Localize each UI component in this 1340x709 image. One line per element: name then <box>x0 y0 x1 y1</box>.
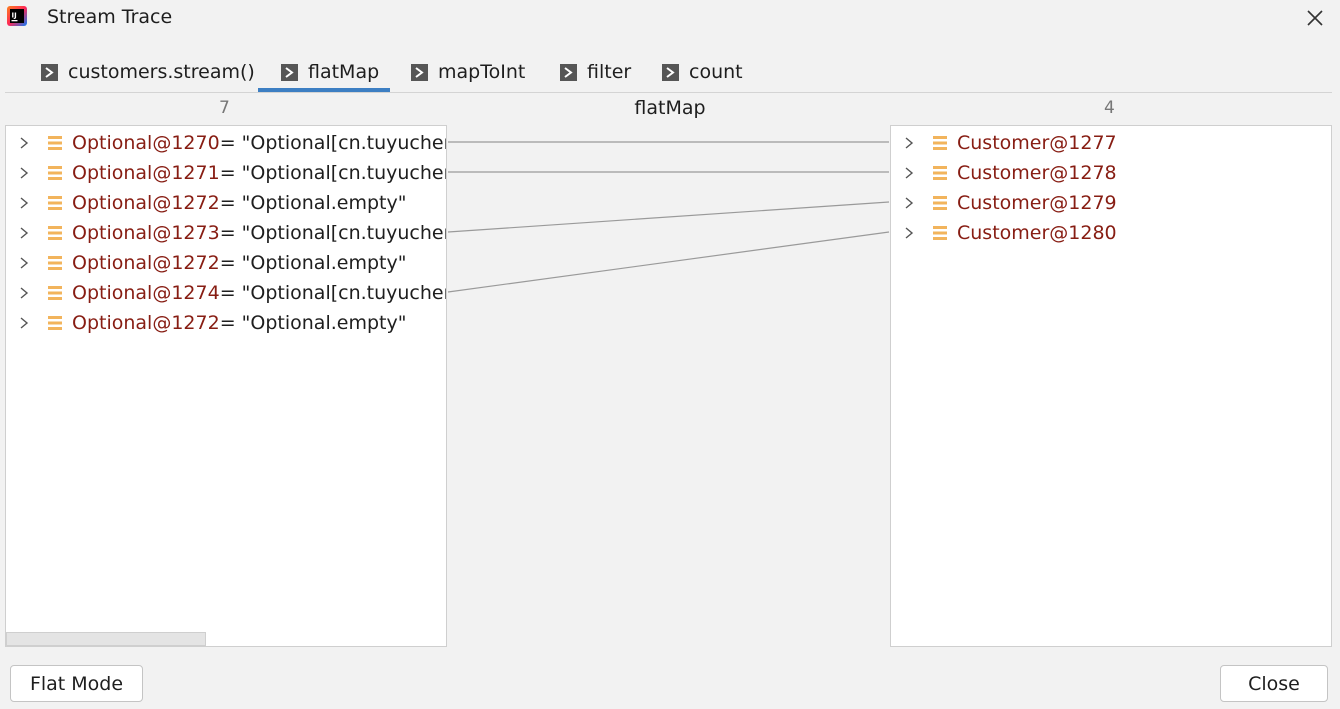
title-bar: IJ Stream Trace <box>0 0 1340 36</box>
tab-count[interactable]: count <box>661 52 743 92</box>
chevron-right-icon[interactable] <box>17 256 31 270</box>
flat-mode-button[interactable]: Flat Mode <box>10 665 143 702</box>
field-icon <box>48 226 62 240</box>
value-name: Customer@1277 <box>957 132 1117 154</box>
tab-label: customers.stream() <box>68 61 255 83</box>
operation-label: flatMap <box>634 97 706 119</box>
value-text: = "Optional[cn.tuyucheng <box>219 162 447 184</box>
value-text: = "Optional[cn.tuyucheng <box>219 222 447 244</box>
field-icon <box>933 166 947 180</box>
value-name: Optional@1274 <box>72 282 220 304</box>
chevron-right-icon[interactable] <box>17 316 31 330</box>
tree-row[interactable]: Optional@1272 = "Optional.empty" <box>6 308 406 338</box>
right-values-tree[interactable]: Customer@1277 Customer@1278 Customer@127… <box>890 125 1332 647</box>
tree-row[interactable]: Optional@1272 = "Optional.empty" <box>6 188 406 218</box>
field-icon <box>48 286 62 300</box>
value-name: Customer@1279 <box>957 192 1117 214</box>
value-name: Optional@1271 <box>72 162 220 184</box>
tree-row[interactable]: Customer@1279 <box>891 188 1117 218</box>
value-name: Optional@1270 <box>72 132 220 154</box>
svg-text:IJ: IJ <box>12 12 17 20</box>
value-name: Optional@1272 <box>72 252 220 274</box>
tree-row[interactable]: Optional@1271 = "Optional[cn.tuyucheng <box>6 158 447 188</box>
tree-row[interactable]: Customer@1278 <box>891 158 1117 188</box>
tab-filter[interactable]: filter <box>559 52 631 92</box>
value-name: Optional@1273 <box>72 222 220 244</box>
tab-flatmap[interactable]: flatMap <box>280 52 379 92</box>
value-name: Optional@1272 <box>72 192 220 214</box>
window-title: Stream Trace <box>47 6 173 28</box>
stream-step-icon <box>560 63 577 81</box>
stream-step-icon <box>41 63 58 81</box>
tree-row[interactable]: Optional@1274 = "Optional[cn.tuyucheng <box>6 278 447 308</box>
close-icon[interactable] <box>1303 6 1327 30</box>
mapping-line <box>447 201 890 233</box>
chevron-right-icon[interactable] <box>17 136 31 150</box>
tree-row[interactable]: Customer@1280 <box>891 218 1117 248</box>
tab-label: flatMap <box>308 61 380 83</box>
chevron-right-icon[interactable] <box>17 286 31 300</box>
chevron-right-icon[interactable] <box>902 196 916 210</box>
tab-label: count <box>689 61 743 83</box>
chevron-right-icon[interactable] <box>902 166 916 180</box>
value-name: Customer@1280 <box>957 222 1117 244</box>
mapping-line <box>447 231 890 293</box>
tabs-divider <box>5 92 1332 93</box>
chevron-right-icon[interactable] <box>902 226 916 240</box>
field-icon <box>933 136 947 150</box>
value-text: = "Optional.empty" <box>219 252 407 274</box>
stream-step-icon <box>411 63 428 81</box>
tree-row[interactable]: Optional@1270 = "Optional[cn.tuyucheng <box>6 128 447 158</box>
field-icon <box>48 256 62 270</box>
chevron-right-icon[interactable] <box>902 136 916 150</box>
field-icon <box>933 196 947 210</box>
left-values-tree[interactable]: Optional@1270 = "Optional[cn.tuyucheng O… <box>5 125 447 647</box>
tree-row[interactable]: Optional@1272 = "Optional.empty" <box>6 248 406 278</box>
tree-row[interactable]: Customer@1277 <box>891 128 1117 158</box>
value-text: = "Optional[cn.tuyucheng <box>219 132 447 154</box>
value-text: = "Optional[cn.tuyucheng <box>219 282 447 304</box>
field-icon <box>48 196 62 210</box>
horizontal-scrollbar[interactable] <box>6 632 206 646</box>
field-icon <box>933 226 947 240</box>
stream-step-icon <box>281 63 298 81</box>
tab-label: filter <box>587 61 632 83</box>
stream-step-icon <box>662 63 679 81</box>
right-items-count: 4 <box>1104 98 1115 118</box>
field-icon <box>48 136 62 150</box>
value-name: Optional@1272 <box>72 312 220 334</box>
tab-label: mapToInt <box>438 61 526 83</box>
value-text: = "Optional.empty" <box>219 192 407 214</box>
chevron-right-icon[interactable] <box>17 226 31 240</box>
field-icon <box>48 316 62 330</box>
chevron-right-icon[interactable] <box>17 196 31 210</box>
tab-customers-stream[interactable]: customers.stream() <box>40 52 255 92</box>
close-button[interactable]: Close <box>1220 665 1328 702</box>
tree-row[interactable]: Optional@1273 = "Optional[cn.tuyucheng <box>6 218 447 248</box>
stream-steps-tabs: customers.stream() flatMap mapToInt filt… <box>0 52 1340 92</box>
value-text: = "Optional.empty" <box>219 312 407 334</box>
field-icon <box>48 166 62 180</box>
chevron-right-icon[interactable] <box>17 166 31 180</box>
value-name: Customer@1278 <box>957 162 1117 184</box>
active-tab-indicator <box>258 88 390 92</box>
tab-maptoint[interactable]: mapToInt <box>410 52 525 92</box>
intellij-idea-icon: IJ <box>7 6 27 26</box>
left-items-count: 7 <box>219 98 230 118</box>
